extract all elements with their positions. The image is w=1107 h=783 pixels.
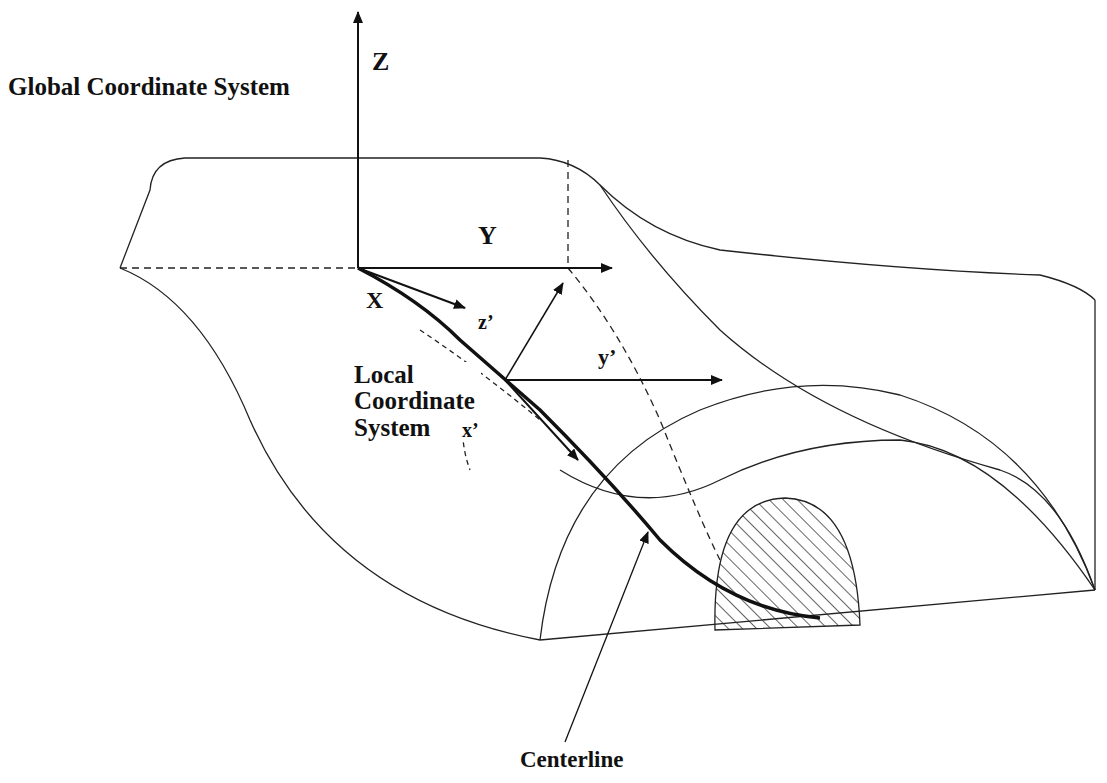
- callout-label: Centerline: [520, 748, 623, 772]
- axis-label: Y: [478, 222, 497, 249]
- axis-label: X: [366, 288, 383, 313]
- axis-label: z’: [476, 312, 496, 333]
- system-title: Global Coordinate System: [8, 74, 290, 100]
- axis-label: y’: [598, 345, 616, 368]
- axis-label: x’: [460, 420, 481, 441]
- axis-label: Z: [372, 48, 389, 75]
